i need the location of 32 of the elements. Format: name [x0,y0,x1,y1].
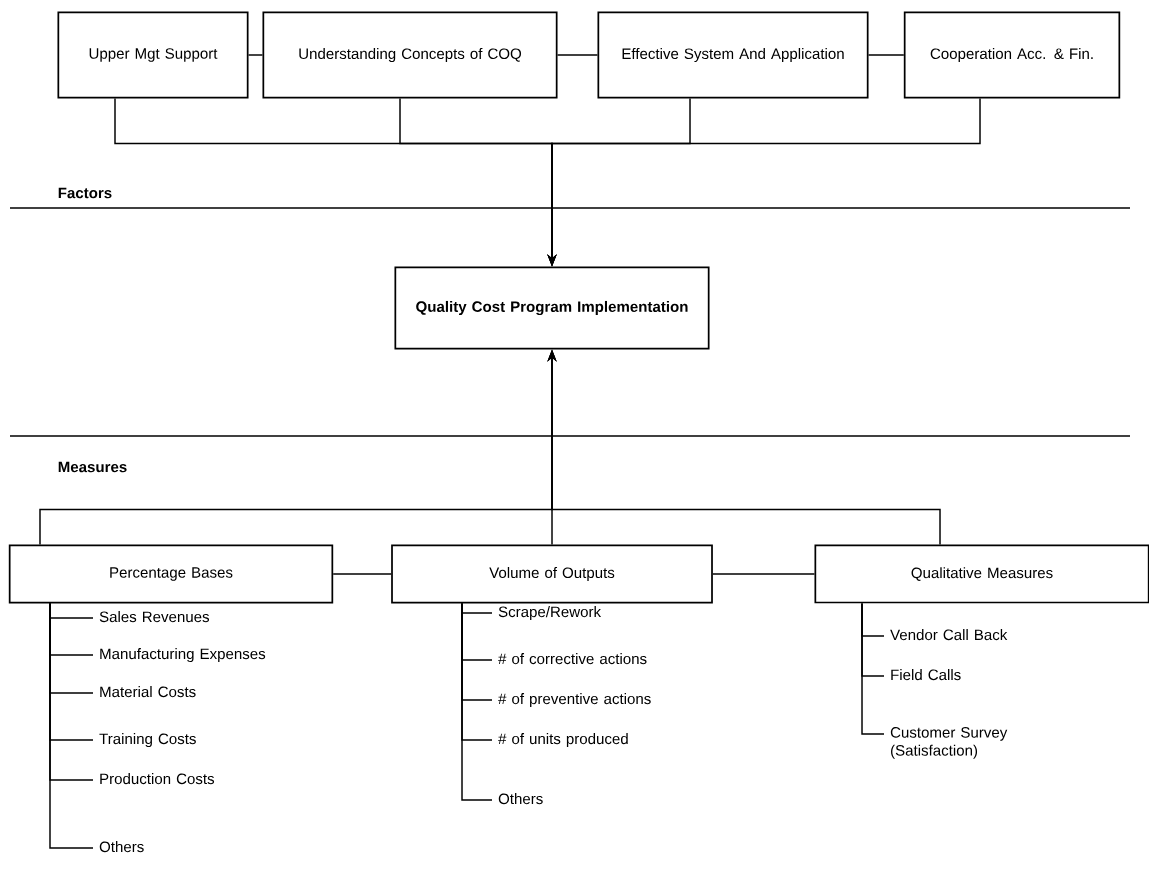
measure-box: Qualitative Measures [814,544,1149,604]
item-text: Customer Survey (Satisfaction) [890,727,1008,759]
item-text: Scrape/Rework [498,606,602,621]
item-text: # of units produced [498,733,628,748]
item-text: Field Calls [891,669,961,681]
item-text: Others [498,793,543,805]
item-text: Others [99,841,144,853]
factor-box: Upper Mgt Support [57,11,249,99]
tree-line [49,602,94,849]
item-text: Sales Revenues [99,611,210,623]
connector-line [712,573,816,575]
tree-line [461,602,493,801]
section-label: Factors [58,187,112,199]
program-box: Quality Cost Program Implementation [394,266,710,350]
item-text: Manufacturing Expenses [100,648,266,663]
connector-line [247,54,264,56]
factor-box: Cooperation Acc. & Fin. [903,11,1121,99]
tree-line [861,602,885,735]
connector-line [332,573,392,575]
item-text: Vendor Call Back [890,629,1008,641]
connector-line [867,54,905,56]
measure-box: Percentage Bases [8,544,334,604]
measure-box: Volume of Outputs [391,544,713,604]
factor-box: Effective System And Application [597,11,869,99]
item-text: Training Costs [99,733,196,748]
section-label: Measures [58,461,127,473]
item-text: # of corrective actions [498,653,647,665]
item-text: Material Costs [100,686,196,698]
item-text: Production Costs [100,773,215,785]
connector-line [556,54,599,56]
factor-box: Understanding Concepts of COQ [262,11,558,99]
item-text: # of preventive actions [498,693,651,708]
